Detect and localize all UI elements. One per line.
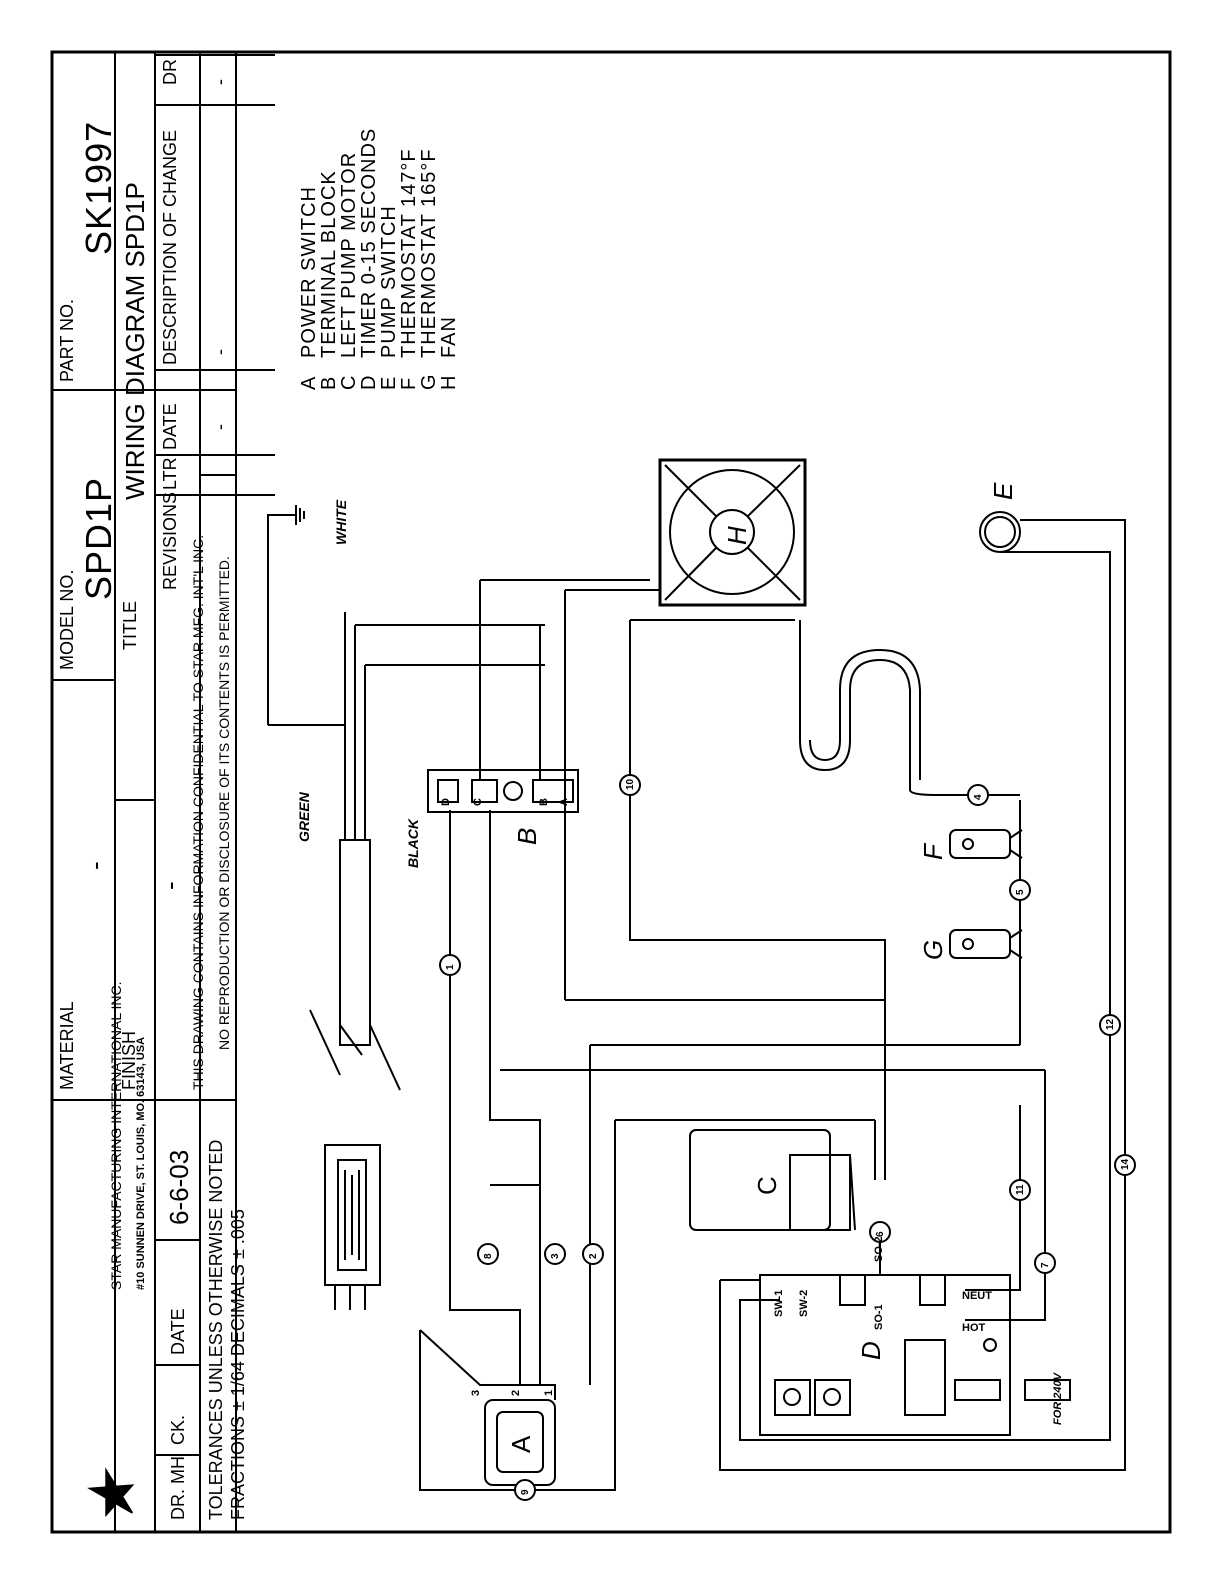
title-label: TITLE: [120, 600, 140, 650]
date-value: 6-6-03: [164, 1149, 194, 1225]
legend-text: POWER SWITCH: [298, 186, 320, 358]
label-hot: HOT: [962, 1322, 986, 1334]
confidential-line2: NO REPRODUCTION OR DISCLOSURE OF ITS CON…: [216, 556, 232, 1050]
label-neut: NEUT: [962, 1290, 992, 1302]
part-value: SK1997: [78, 120, 119, 255]
rev-desc-dash: -: [210, 349, 230, 355]
label-so1: SO-1: [873, 1304, 885, 1330]
legend-item: H FAN: [438, 316, 461, 390]
legend-text: TERMINAL BLOCK: [318, 170, 340, 358]
label-sw2: SW-2: [798, 1289, 810, 1317]
label-so2: SO-2: [873, 1236, 885, 1262]
rev-date-label: DATE: [160, 403, 180, 450]
company-line1: STAR MANUFACTURING INTERNATIONAL INC.: [108, 981, 124, 1290]
star-logo: ★: [80, 1473, 145, 1525]
label-tb-d: D: [440, 798, 452, 806]
finish-value: -: [155, 881, 185, 890]
finish-label: FINISH: [119, 1030, 139, 1090]
wire-number: 9: [520, 1489, 531, 1495]
wire-label-green: GREEN: [296, 792, 312, 842]
description-label: DESCRIPTION OF CHANGE: [160, 129, 180, 365]
legend-text: LEFT PUMP MOTOR: [338, 151, 360, 358]
dr-label: DR: [160, 59, 180, 85]
wire-number: 11: [1015, 1184, 1026, 1195]
legend-text: THERMOSTAT 147°F: [398, 148, 420, 358]
label-d: D: [856, 1341, 886, 1360]
label-tb-c: C: [472, 798, 484, 806]
wire-label-white: WHITE: [333, 499, 349, 545]
label-for240: FOR 240V: [1052, 1373, 1064, 1425]
label-e: E: [988, 482, 1018, 500]
legend-text: THERMOSTAT 165°F: [418, 148, 440, 358]
model-value: SPD1P: [78, 476, 119, 600]
tolerances-line2: FRACTIONS ± 1/64 DECIMALS ± .005: [228, 1209, 248, 1520]
pump-switch: [979, 511, 1021, 553]
confidential-line1: THIS DRAWING CONTAINS INFORMATION CONFID…: [190, 534, 206, 1090]
label-sw1: SW-1: [773, 1289, 785, 1317]
wire-number: 2: [588, 1253, 599, 1259]
wire-number: 14: [1120, 1158, 1131, 1170]
legend-text: PUMP SWITCH: [378, 205, 400, 358]
label-g: G: [918, 939, 948, 960]
label-sw-1: 1: [543, 1389, 555, 1396]
fan: [658, 458, 807, 607]
label-c: C: [752, 1176, 782, 1195]
label-tb-a: A: [558, 798, 570, 806]
model-label: MODEL NO.: [57, 569, 77, 670]
tolerances-line1: TOLERANCES UNLESS OTHERWISE NOTED: [206, 1139, 226, 1520]
wire-number-markers: [439, 774, 1136, 1501]
wire-number: 8: [483, 1253, 494, 1259]
wire-number: 1: [445, 964, 456, 970]
date-label: DATE: [168, 1308, 188, 1355]
timer-board: [759, 1274, 1071, 1436]
wire-number: 4: [973, 794, 984, 800]
wire-number: 12: [1105, 1018, 1116, 1030]
power-cord: [268, 612, 545, 1310]
label-f: F: [918, 844, 948, 860]
label-b: B: [512, 827, 542, 845]
ltr-label: LTR: [160, 457, 180, 490]
label-h: H: [722, 526, 752, 545]
power-switch: [419, 1329, 556, 1486]
wire-label-black: BLACK: [405, 819, 421, 868]
label-tb-b: B: [538, 798, 550, 806]
wire-number: 5: [1015, 889, 1026, 895]
rev-date-dash: -: [210, 424, 230, 430]
part-label: PART NO.: [57, 298, 77, 382]
sheet-border: [50, 50, 1172, 1534]
label-a: A: [506, 1435, 536, 1453]
wire-number: 10: [625, 778, 636, 790]
legend-text: FAN: [438, 316, 460, 358]
title-value: WIRING DIAGRAM SPD1P: [120, 182, 150, 500]
revisions-label: REVISIONS: [160, 491, 180, 590]
thermostat-capillary: [630, 619, 936, 796]
legend-letter: H: [438, 374, 460, 390]
rev-dr-dash: -: [210, 79, 230, 85]
material-label: MATERIAL: [57, 1001, 77, 1090]
pump-motor: [689, 1129, 856, 1231]
drawn-by: DR. MH: [168, 1456, 188, 1520]
wire-number: 3: [550, 1253, 561, 1259]
terminal-block: [427, 769, 579, 813]
wire-number: 7: [1040, 1262, 1051, 1268]
material-value: -: [80, 861, 110, 870]
label-sw-3: 3: [470, 1389, 482, 1396]
legend-text: TIMER 0-15 SECONDS: [358, 127, 380, 358]
label-sw-2: 2: [510, 1389, 522, 1396]
checked-by: CK.: [168, 1414, 188, 1445]
ground-symbol: [267, 505, 305, 725]
